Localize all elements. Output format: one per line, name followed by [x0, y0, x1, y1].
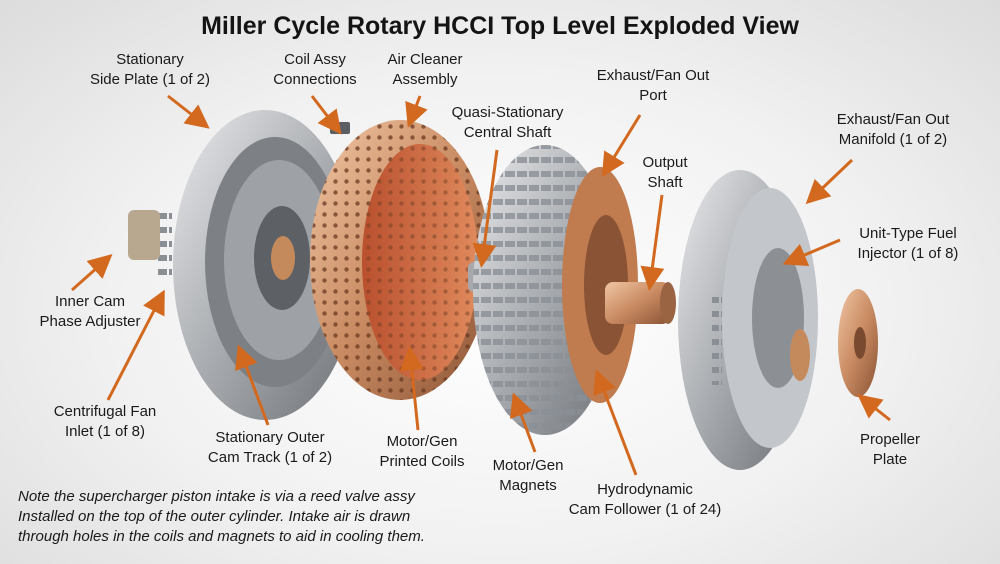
propeller-plate-part: [838, 289, 878, 397]
supercharger-intake-note: Note the supercharger piston intake is v…: [18, 487, 538, 547]
exhaust-manifold-part: [678, 170, 818, 470]
arrow-side-plate: [168, 96, 205, 125]
arrow-exhaust-manifold: [810, 160, 852, 200]
air-cleaner-ring-part: [310, 120, 490, 400]
arrow-air-cleaner: [410, 96, 420, 122]
arrow-propeller: [862, 398, 890, 420]
arrow-inner-cam: [72, 258, 108, 290]
page-title: Miller Cycle Rotary HCCI Top Level Explo…: [0, 12, 1000, 41]
arrow-output-shaft: [650, 195, 662, 285]
arrow-coil-assy: [312, 96, 338, 130]
